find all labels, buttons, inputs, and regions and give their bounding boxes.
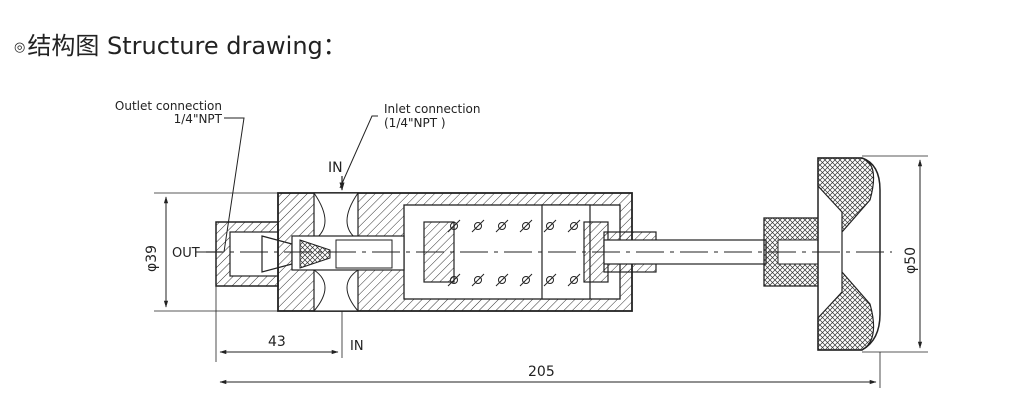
inlet-label-line2: (1/4"NPT ) bbox=[384, 116, 446, 130]
out-label: OUT bbox=[172, 246, 200, 261]
outlet-label-line2: 1/4"NPT bbox=[174, 112, 223, 126]
handle-diameter-label: φ50 bbox=[903, 247, 919, 274]
inlet-callout: Inlet connection (1/4"NPT ) bbox=[339, 102, 481, 189]
inlet-offset-label: 43 bbox=[268, 334, 286, 350]
overall-length-label: 205 bbox=[528, 364, 555, 380]
overall-length-dim: 205 bbox=[219, 352, 881, 388]
outlet-callout: Outlet connection 1/4"NPT bbox=[115, 99, 245, 253]
page-title: ◎结构图 Structure drawing： bbox=[14, 26, 347, 61]
handle-diameter-dim: φ50 bbox=[862, 155, 928, 353]
inlet-offset-dim: 43 IN bbox=[215, 286, 364, 362]
page-title-text: 结构图 Structure drawing： bbox=[27, 32, 347, 60]
circle-mark-icon: ◎ bbox=[14, 39, 26, 55]
in-label-bottom: IN bbox=[350, 339, 364, 354]
handle-knob bbox=[763, 157, 881, 351]
inlet-label-line1: Inlet connection bbox=[384, 102, 481, 116]
in-label-top: IN bbox=[328, 160, 343, 176]
body-diameter-label: φ39 bbox=[144, 245, 160, 272]
outlet-label-line1: Outlet connection bbox=[115, 99, 222, 113]
